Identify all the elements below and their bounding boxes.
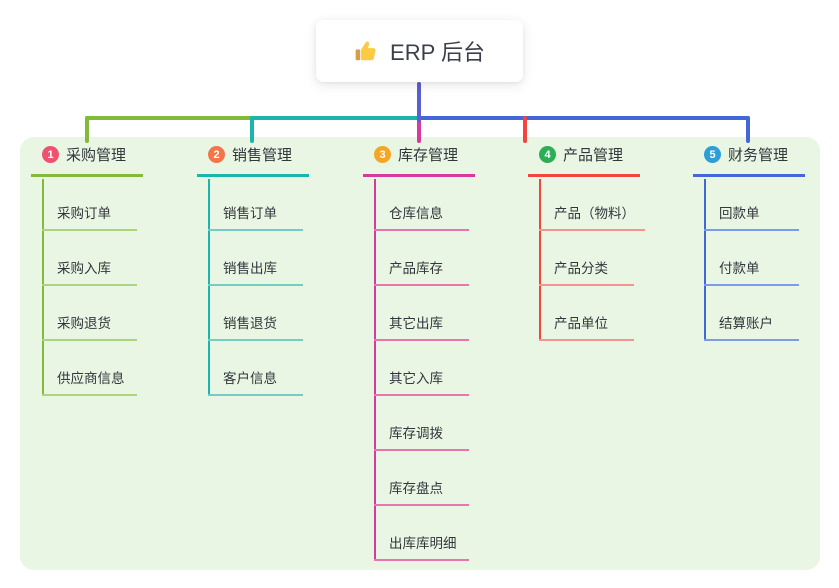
drop-line-2 [250,116,254,143]
sub-item[interactable]: 销售出库 [208,257,303,286]
sub-item[interactable]: 采购入库 [42,257,137,286]
root-title: ERP 后台 [390,40,485,65]
drop-line-4 [523,116,527,143]
branch-spine-line [539,179,541,341]
root-stem-line [417,82,421,122]
sub-item-label: 出库库明细 [374,532,469,561]
bus-line-1 [85,116,252,120]
branch-title[interactable]: 4 产品管理 [528,144,640,177]
sub-item[interactable]: 产品分类 [539,257,634,286]
branch-title-label: 销售管理 [232,147,293,164]
sub-item[interactable]: 其它出库 [374,312,469,341]
thumbs-up-icon [354,38,380,64]
sub-item[interactable]: 其它入库 [374,367,469,396]
sub-item[interactable]: 回款单 [704,202,799,231]
sub-item-label: 客户信息 [208,367,303,396]
sub-item-label: 产品（物料） [539,202,645,231]
bus-line-3 [417,116,750,120]
drop-line-3 [417,116,421,143]
branch-badge: 4 [539,146,556,163]
sub-item-label: 其它出库 [374,312,469,341]
sub-item[interactable]: 采购退货 [42,312,137,341]
sub-item[interactable]: 采购订单 [42,202,137,231]
branch-spine-line [208,179,210,396]
sub-item-label: 回款单 [704,202,799,231]
branch-title[interactable]: 5 财务管理 [693,144,805,177]
sub-item-label: 销售出库 [208,257,303,286]
branch-badge: 3 [374,146,391,163]
drop-line-5 [746,116,750,143]
sub-item[interactable]: 付款单 [704,257,799,286]
branches-panel [20,137,820,570]
sub-item-label: 销售订单 [208,202,303,231]
sub-item-label: 付款单 [704,257,799,286]
branch-badge: 2 [208,146,225,163]
sub-item-label: 其它入库 [374,367,469,396]
sub-item[interactable]: 客户信息 [208,367,303,396]
branch-title-label: 库存管理 [398,147,459,164]
sub-item-label: 产品单位 [539,312,634,341]
branch-spine-line [374,179,376,561]
sub-item-label: 仓库信息 [374,202,469,231]
sub-item-label: 销售退货 [208,312,303,341]
branch-title[interactable]: 3 库存管理 [363,144,475,177]
drop-line-1 [85,116,89,143]
sub-item[interactable]: 库存调拨 [374,422,469,451]
sub-item-label: 库存盘点 [374,477,469,506]
branch-title[interactable]: 1 采购管理 [31,144,143,177]
branch-spine-line [704,179,706,341]
sub-item-label: 结算账户 [704,312,799,341]
sub-item-label: 供应商信息 [42,367,137,396]
sub-item-label: 产品库存 [374,257,469,286]
sub-item[interactable]: 仓库信息 [374,202,469,231]
sub-item[interactable]: 出库库明细 [374,532,469,561]
sub-item[interactable]: 产品单位 [539,312,634,341]
root-node[interactable]: ERP 后台 [316,20,523,82]
branch-title-label: 采购管理 [66,147,127,164]
sub-item-label: 采购入库 [42,257,137,286]
sub-item-label: 产品分类 [539,257,634,286]
sub-item[interactable]: 结算账户 [704,312,799,341]
sub-item-label: 采购退货 [42,312,137,341]
sub-item[interactable]: 供应商信息 [42,367,137,396]
branch-title-label: 财务管理 [728,147,789,164]
branch-badge: 1 [42,146,59,163]
branch-badge: 5 [704,146,721,163]
sub-item[interactable]: 库存盘点 [374,477,469,506]
bus-line-2 [250,116,421,120]
sub-item-label: 库存调拨 [374,422,469,451]
sub-item[interactable]: 销售订单 [208,202,303,231]
sub-item[interactable]: 销售退货 [208,312,303,341]
branch-spine-line [42,179,44,396]
sub-item[interactable]: 产品库存 [374,257,469,286]
sub-item[interactable]: 产品（物料） [539,202,645,231]
branch-title[interactable]: 2 销售管理 [197,144,309,177]
sub-item-label: 采购订单 [42,202,137,231]
branch-title-label: 产品管理 [563,147,624,164]
